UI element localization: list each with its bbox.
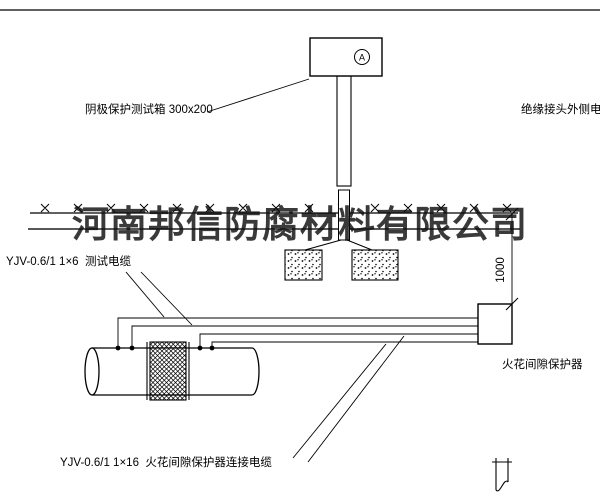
ammeter-label: A (359, 53, 365, 63)
backfill-block-left (284, 249, 323, 281)
label-test-box: 阴极保护测试箱 300x200 (85, 104, 213, 116)
pipe-right-end (251, 347, 260, 396)
test-box (309, 37, 383, 77)
weld-dot-4 (209, 345, 215, 351)
label-test-cable: YJV-0.6/1 1×6 测试电缆 (6, 256, 131, 268)
pipe-left-end (84, 347, 100, 396)
insulating-joint (149, 341, 187, 401)
weld-dot-3 (197, 345, 203, 351)
dimension-label: 1000 (495, 257, 507, 283)
test-box-post (336, 75, 352, 187)
anode-cable-right (346, 239, 373, 251)
leader-test-cable-2 (140, 271, 193, 326)
test-box-leader-line (206, 78, 310, 113)
dimension-tick-top (505, 207, 519, 221)
cable-run-3 (199, 333, 478, 348)
anode-cable-left (304, 239, 342, 251)
leader-connection-cable-2 (307, 335, 405, 463)
weld-dot-2 (129, 345, 135, 351)
pipe-stub-symbol (492, 458, 512, 492)
cable-run-4 (211, 341, 478, 348)
backfill-block-right (351, 249, 399, 281)
label-spark-gap: 火花间隙保护器 (502, 359, 583, 371)
leader-connection-cable-1 (292, 343, 387, 459)
label-connection-cable: YJV-0.6/1 1×16 火花间隙保护器连接电缆 (60, 457, 272, 469)
leader-test-cable-1 (125, 271, 165, 318)
cable-run-2 (131, 325, 478, 348)
weld-dot-1 (115, 345, 121, 351)
spark-gap-protector-box (477, 303, 513, 345)
cable-run-1 (117, 317, 478, 348)
ground-hatch-marks (40, 203, 512, 213)
post-lower-casing (338, 189, 350, 241)
dimension-tick-bottom (505, 297, 519, 311)
label-insulated-joint-cable: 绝缘接头外侧电缆 (521, 104, 600, 116)
ammeter-circle (354, 49, 370, 65)
